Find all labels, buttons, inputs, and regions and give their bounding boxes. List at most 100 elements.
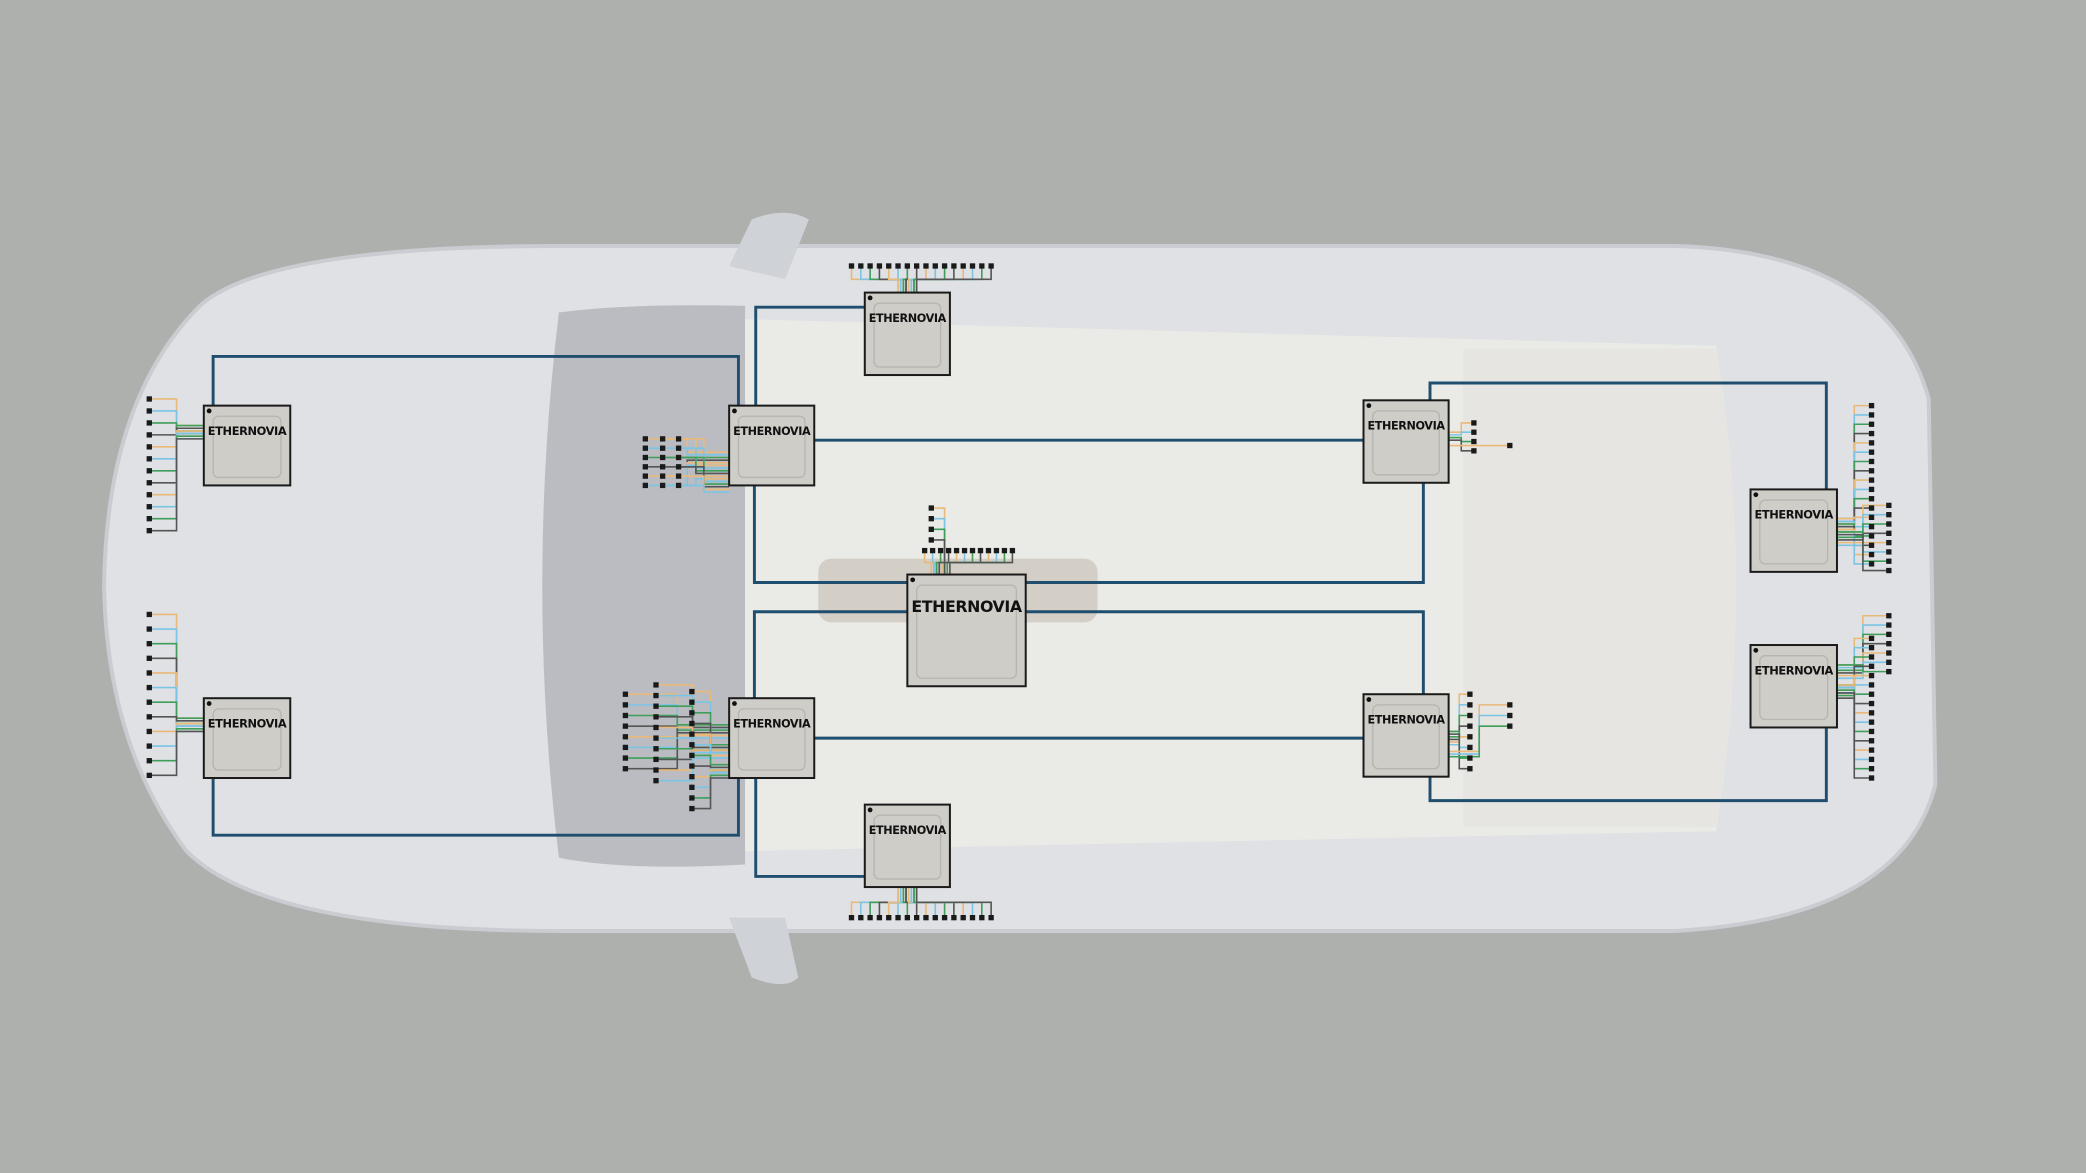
chip-package bbox=[863, 803, 951, 889]
connector-pad bbox=[1886, 539, 1892, 546]
connector-pad bbox=[1001, 547, 1008, 554]
connector-pad bbox=[659, 464, 666, 470]
wire bbox=[691, 777, 730, 810]
connector-pad bbox=[622, 723, 629, 729]
wire bbox=[1836, 692, 1872, 779]
pin1-marker bbox=[1366, 697, 1372, 702]
connector-pad bbox=[1467, 734, 1473, 740]
chip-rear-right-zone[interactable]: ETHERNOVIA bbox=[1362, 693, 1450, 778]
backbone-link bbox=[211, 354, 740, 406]
chip-cabin-front-left[interactable]: ETHERNOVIA bbox=[728, 404, 816, 487]
chip-front-left-zone[interactable]: ETHERNOVIA bbox=[202, 404, 292, 487]
connector-pad bbox=[1868, 477, 1875, 483]
chip-label: ETHERNOVIA bbox=[208, 425, 287, 438]
backbone-link bbox=[1428, 727, 1828, 803]
chip-package bbox=[1749, 644, 1838, 729]
backbone-link bbox=[754, 305, 865, 406]
connector-pad bbox=[848, 914, 855, 921]
connector-pad bbox=[642, 445, 649, 451]
connector-pad bbox=[653, 682, 659, 688]
connector-pad bbox=[146, 420, 152, 426]
connector-pad bbox=[146, 699, 152, 705]
connector-pad bbox=[642, 464, 649, 470]
connector-pad bbox=[1868, 561, 1875, 567]
chip-package bbox=[728, 697, 816, 780]
connector-pad bbox=[848, 263, 855, 269]
connector-pad bbox=[988, 263, 994, 269]
connector-pad bbox=[622, 691, 629, 697]
chip-central-compute[interactable]: ETHERNOVIA bbox=[906, 573, 1027, 688]
chip-die bbox=[915, 584, 1018, 679]
connector-pad bbox=[622, 734, 629, 740]
connector-pad bbox=[979, 263, 985, 269]
connector-pad bbox=[1886, 622, 1892, 628]
chip-door-right[interactable]: ETHERNOVIA bbox=[863, 803, 951, 889]
connector-pad bbox=[1886, 549, 1892, 555]
chip-front-right-zone[interactable]: ETHERNOVIA bbox=[202, 697, 292, 780]
wire bbox=[678, 475, 730, 491]
chip-package bbox=[728, 404, 816, 487]
backbone-link bbox=[752, 610, 1425, 699]
wire bbox=[1836, 664, 1889, 673]
chip-door-left[interactable]: ETHERNOVIA bbox=[863, 291, 951, 377]
chip-trunk-left[interactable]: ETHERNOVIA bbox=[1749, 488, 1838, 573]
wire bbox=[1448, 725, 1510, 758]
connector-pad bbox=[941, 263, 948, 269]
connector-pad bbox=[146, 468, 152, 474]
connector-pad bbox=[913, 263, 920, 269]
backbone-link bbox=[754, 778, 865, 878]
connector-pad bbox=[1507, 702, 1513, 708]
pin1-marker bbox=[1366, 403, 1372, 409]
connector-pad bbox=[675, 454, 682, 461]
connector-pad bbox=[622, 702, 629, 708]
chip-label: ETHERNOVIA bbox=[911, 597, 1022, 616]
connector-pad bbox=[689, 742, 695, 748]
chip-cabin-front-right[interactable]: ETHERNOVIA bbox=[728, 697, 816, 780]
chip-rear-left-zone[interactable]: ETHERNOVIA bbox=[1362, 399, 1450, 484]
connector-pad bbox=[960, 914, 966, 921]
backbone-link bbox=[752, 481, 1425, 584]
connector-pad bbox=[1886, 641, 1892, 647]
connector-pad bbox=[1868, 421, 1875, 427]
connector-pad bbox=[858, 914, 864, 921]
connector-pad bbox=[1868, 449, 1875, 455]
connector-pad bbox=[979, 914, 985, 921]
chip-label: ETHERNOVIA bbox=[1368, 713, 1446, 726]
connector-pad bbox=[1886, 668, 1892, 675]
connector-pad bbox=[1471, 429, 1477, 435]
connector-pad bbox=[1868, 747, 1875, 753]
chip-label: ETHERNOVIA bbox=[208, 717, 287, 730]
connector-pad bbox=[1886, 650, 1892, 656]
connector-pad bbox=[689, 784, 695, 790]
connector-pad bbox=[977, 547, 984, 554]
connector-pad bbox=[1467, 744, 1473, 751]
wire bbox=[149, 716, 204, 722]
connector-pad bbox=[146, 670, 152, 676]
connector-pad bbox=[1886, 631, 1892, 638]
connector-pad bbox=[675, 445, 682, 451]
connector-pad bbox=[988, 914, 994, 921]
wire bbox=[625, 714, 730, 731]
pin1-marker bbox=[1753, 492, 1759, 498]
connector-pad bbox=[1868, 738, 1875, 744]
chip-trunk-right[interactable]: ETHERNOVIA bbox=[1749, 644, 1838, 729]
connector-pad bbox=[146, 714, 152, 720]
connector-pad bbox=[622, 712, 629, 719]
pin1-marker bbox=[867, 807, 873, 813]
connector-pad bbox=[146, 743, 152, 749]
wire bbox=[1448, 422, 1474, 434]
connector-pad bbox=[146, 772, 152, 779]
chip-die bbox=[212, 415, 282, 479]
connector-pad bbox=[1467, 723, 1473, 729]
connector-pad bbox=[146, 516, 152, 522]
connector-pad bbox=[929, 547, 936, 554]
pin1-marker bbox=[732, 408, 737, 414]
connector-pad bbox=[904, 914, 911, 921]
chip-package bbox=[863, 291, 951, 377]
connector-pad bbox=[146, 655, 152, 661]
connector-pad bbox=[642, 473, 649, 479]
connector-pad bbox=[146, 611, 152, 618]
connector-pad bbox=[1868, 412, 1875, 418]
wire bbox=[149, 730, 204, 777]
connector-pad bbox=[1868, 645, 1875, 651]
